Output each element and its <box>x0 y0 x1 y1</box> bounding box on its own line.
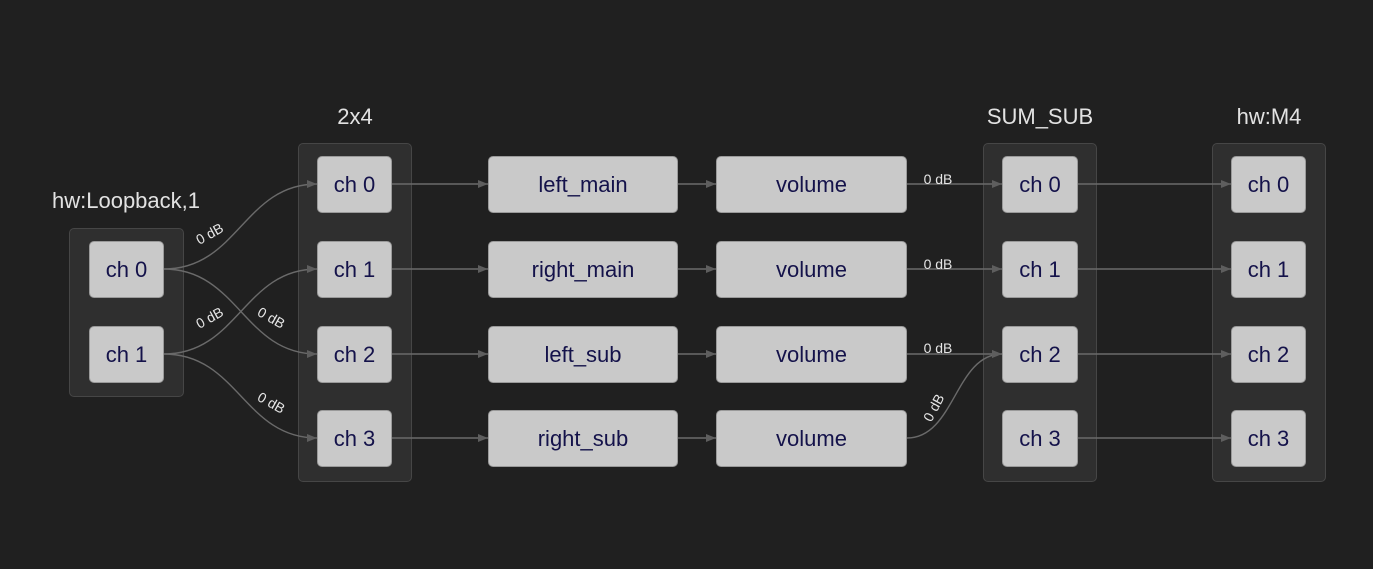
filter-right-sub-node[interactable]: right_sub <box>488 410 678 467</box>
gain-label-loopback-ch1-to-2x4-ch1: 0 dB <box>193 304 226 332</box>
hw-m4-ch2-node[interactable]: ch 2 <box>1231 326 1306 383</box>
mixer-2x4-ch2-node[interactable]: ch 2 <box>317 326 392 383</box>
gain-label-loopback-ch0-to-2x4-ch0: 0 dB <box>193 220 226 248</box>
volume-node-3[interactable]: volume <box>716 410 907 467</box>
sum-sub-ch0-node[interactable]: ch 0 <box>1002 156 1078 213</box>
gain-label-volume2: 0 dB <box>924 340 953 356</box>
filter-left-sub-node[interactable]: left_sub <box>488 326 678 383</box>
gain-label-volume0: 0 dB <box>924 171 953 187</box>
loopback-ch0-node[interactable]: ch 0 <box>89 241 164 298</box>
link-loopback-ch1-to-2x4-ch1 <box>163 265 318 355</box>
sum-sub-ch1-node[interactable]: ch 1 <box>1002 241 1078 298</box>
group-title-sum-sub: SUM_SUB <box>986 104 1094 129</box>
volume-node-1[interactable]: volume <box>716 241 907 298</box>
gain-label-loopback-ch0-to-2x4-ch2: 0 dB <box>255 304 288 332</box>
filter-right-main-node[interactable]: right_main <box>488 241 678 298</box>
gain-label-volume3: 0 dB <box>920 391 948 424</box>
hw-m4-ch3-node[interactable]: ch 3 <box>1231 410 1306 467</box>
hw-m4-ch1-node[interactable]: ch 1 <box>1231 241 1306 298</box>
group-title-loopback: hw:Loopback,1 <box>52 188 200 213</box>
volume-node-0[interactable]: volume <box>716 156 907 213</box>
hw-m4-ch0-node[interactable]: ch 0 <box>1231 156 1306 213</box>
volume-node-2[interactable]: volume <box>716 326 907 383</box>
sum-sub-ch2-node[interactable]: ch 2 <box>1002 326 1078 383</box>
mixer-2x4-ch3-node[interactable]: ch 3 <box>317 410 392 467</box>
mixer-2x4-ch1-node[interactable]: ch 1 <box>317 241 392 298</box>
link-loopback-ch1-to-2x4-ch3 <box>163 353 318 442</box>
loopback-ch1-node[interactable]: ch 1 <box>89 326 164 383</box>
gain-label-volume1: 0 dB <box>924 256 953 272</box>
group-title-hw-m4: hw:M4 <box>1236 104 1302 129</box>
gain-label-loopback-ch1-to-2x4-ch3: 0 dB <box>255 389 288 417</box>
mixer-2x4-ch0-node[interactable]: ch 0 <box>317 156 392 213</box>
group-title-2x4: 2x4 <box>337 104 373 129</box>
link-loopback-ch0-to-2x4-ch2 <box>163 268 318 358</box>
filter-left-main-node[interactable]: left_main <box>488 156 678 213</box>
sum-sub-ch3-node[interactable]: ch 3 <box>1002 410 1078 467</box>
